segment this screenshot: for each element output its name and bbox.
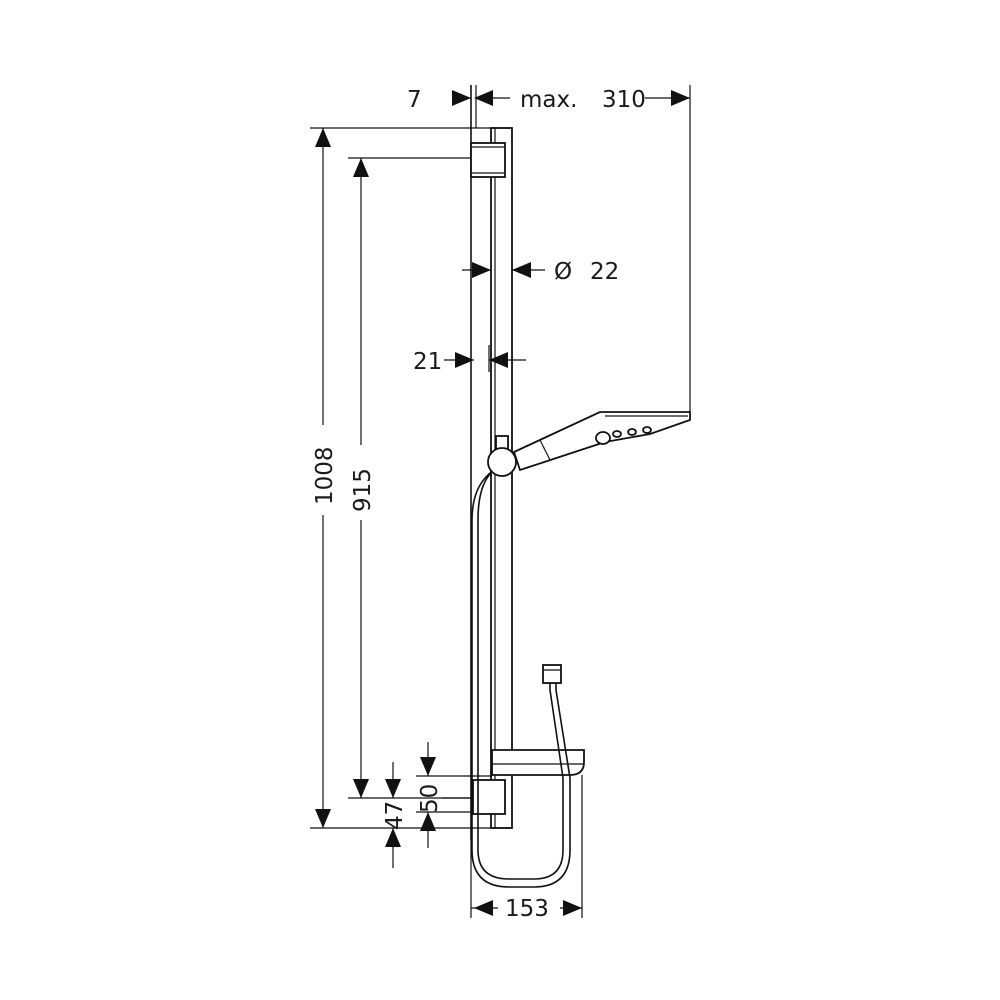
label-rail-diameter: 22: [590, 259, 619, 285]
label-wall-offset: 7: [407, 87, 422, 113]
dimension-rail-diameter: [462, 262, 545, 278]
label-bracket-spacing: 915: [350, 468, 376, 512]
label-total-height: 1008: [312, 446, 338, 505]
slider-holder: [487, 435, 517, 477]
hand-shower: [512, 411, 691, 472]
label-offset-50: 50: [417, 784, 443, 813]
dimension-offset-47: [385, 762, 401, 868]
label-rail-depth: 21: [413, 349, 442, 375]
dimension-shelf-width: [470, 775, 583, 918]
label-max: max.: [520, 87, 577, 113]
hose-connector: [542, 664, 562, 684]
dimension-offset-50: [416, 742, 492, 848]
dimension-top: [452, 85, 691, 412]
dimension-total-height: [310, 127, 512, 829]
label-diameter-symbol: Ø: [554, 259, 572, 285]
label-max-reach: 310: [602, 87, 646, 113]
top-wall-bracket: [470, 142, 506, 178]
shower-hose: [471, 469, 571, 888]
soap-shelf: [491, 749, 585, 776]
dimension-rail-depth: [444, 345, 526, 372]
label-offset-47: 47: [382, 801, 408, 830]
shower-rail: [490, 127, 513, 829]
label-shelf-width: 153: [505, 896, 549, 922]
